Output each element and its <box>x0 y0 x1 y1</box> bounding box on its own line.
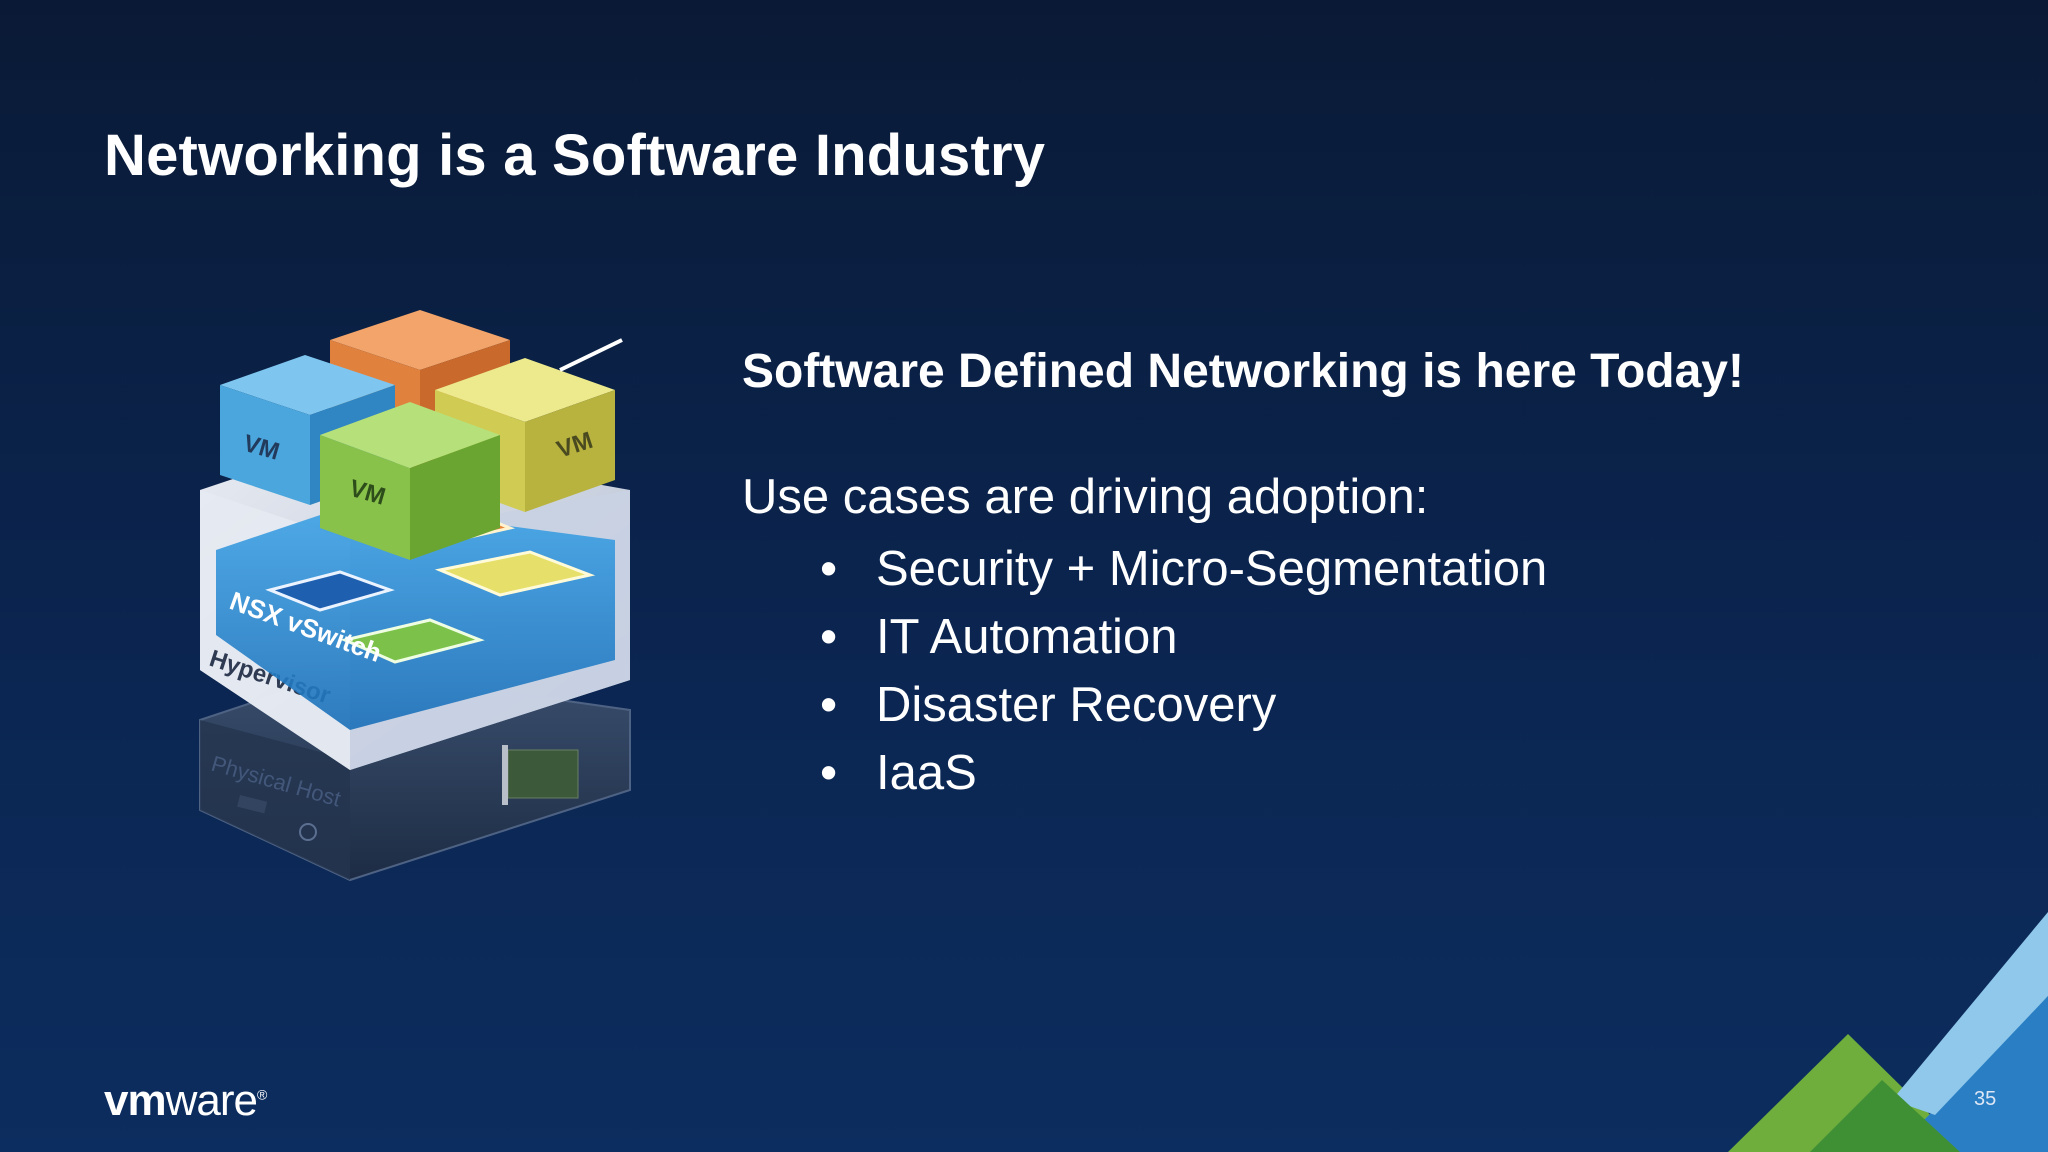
bullet-dot: • <box>820 678 838 732</box>
page-number: 35 <box>1974 1088 1997 1110</box>
list-item-text: IT Automation <box>876 610 1178 664</box>
vmware-logo: vmware® <box>104 1076 267 1126</box>
headline: Software Defined Networking is here Toda… <box>742 345 1744 398</box>
sdn-stack-diagram: Physical Host Hypervisor NSX vSwitch <box>199 310 631 882</box>
dark-green-triangle <box>1810 1080 1960 1152</box>
list-item: • IaaS <box>820 739 1942 807</box>
slide-title: Networking is a Software Industry <box>104 123 1046 188</box>
logo-part-ware: ware <box>165 1076 258 1125</box>
bullet-dot: • <box>820 542 838 596</box>
lead-text: Use cases are driving adoption: <box>742 470 1429 524</box>
list-item-text: IaaS <box>876 746 977 800</box>
list-item-text: Disaster Recovery <box>876 678 1277 732</box>
list-item: • Disaster Recovery <box>820 671 1942 739</box>
logo-part-vm: vm <box>104 1076 167 1125</box>
content-block: Software Defined Networking is here Toda… <box>742 344 1942 807</box>
list-item: • Security + Micro-Segmentation <box>820 535 1942 603</box>
bullet-dot: • <box>820 746 838 800</box>
callout-line <box>559 338 623 372</box>
use-case-list: • Security + Micro-Segmentation • IT Autom… <box>742 535 1942 807</box>
logo-registered: ® <box>256 1086 267 1103</box>
nsx-vswitch-layer: NSX vSwitch <box>216 505 615 730</box>
list-item-text: Security + Micro-Segmentation <box>876 542 1548 596</box>
light-blue-triangle <box>1892 912 2048 1115</box>
vm-cube-green: VM <box>320 402 500 560</box>
blue-triangle <box>1892 996 2048 1152</box>
bullet-dot: • <box>820 610 838 664</box>
list-item: • IT Automation <box>820 603 1942 671</box>
green-triangle <box>1728 1034 1968 1152</box>
